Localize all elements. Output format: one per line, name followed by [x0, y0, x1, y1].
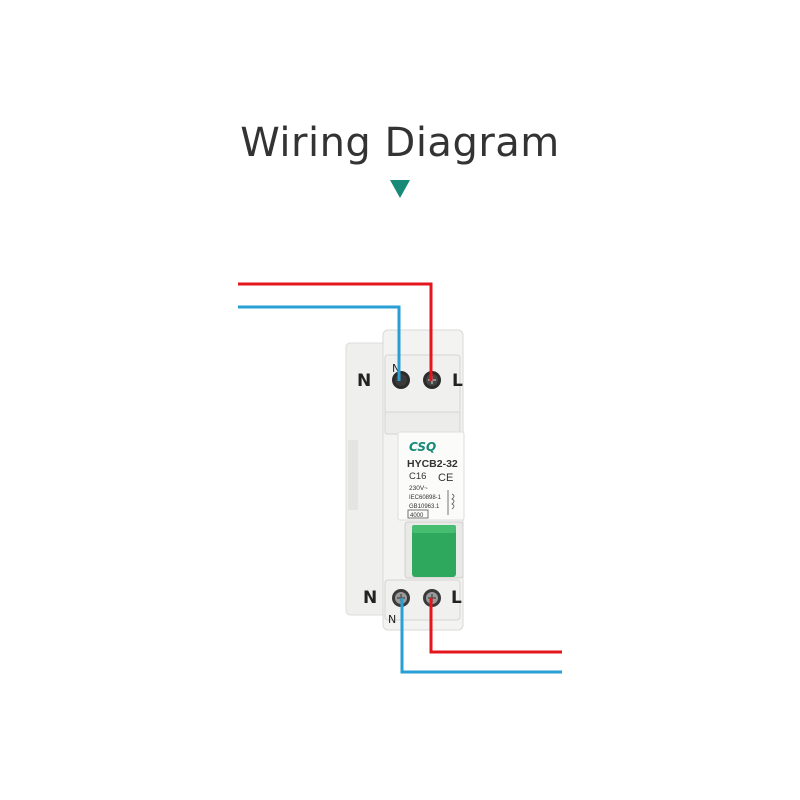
body-bottom-neutral-mark: N	[388, 613, 396, 626]
bottom-line-label: L	[451, 588, 462, 608]
circuit-symbol-icon	[447, 490, 455, 515]
breaking-capacity-label: 4000	[410, 513, 424, 519]
page-title: Wiring Diagram	[240, 120, 560, 166]
standard-1-label: IEC60898-1	[409, 495, 442, 501]
model-label: HYCB2-32	[407, 458, 458, 470]
standard-2-label: GB10963.1	[409, 504, 440, 510]
output-neutral-wire	[400, 598, 562, 674]
voltage-label: 230V~	[409, 485, 428, 492]
top-line-label: L	[452, 371, 463, 391]
down-triangle-icon	[390, 180, 410, 198]
output-line-wire	[429, 598, 562, 654]
rating-label: C16	[409, 471, 426, 482]
ce-mark: CE	[438, 472, 453, 484]
bottom-neutral-label: N	[363, 588, 377, 608]
brand-logo: CSQ	[409, 440, 436, 454]
input-line-wire	[238, 282, 433, 381]
body-top-neutral-mark: N	[392, 362, 400, 375]
breaker-handle	[404, 521, 464, 579]
input-neutral-wire	[238, 305, 401, 381]
top-neutral-label: N	[357, 371, 371, 391]
